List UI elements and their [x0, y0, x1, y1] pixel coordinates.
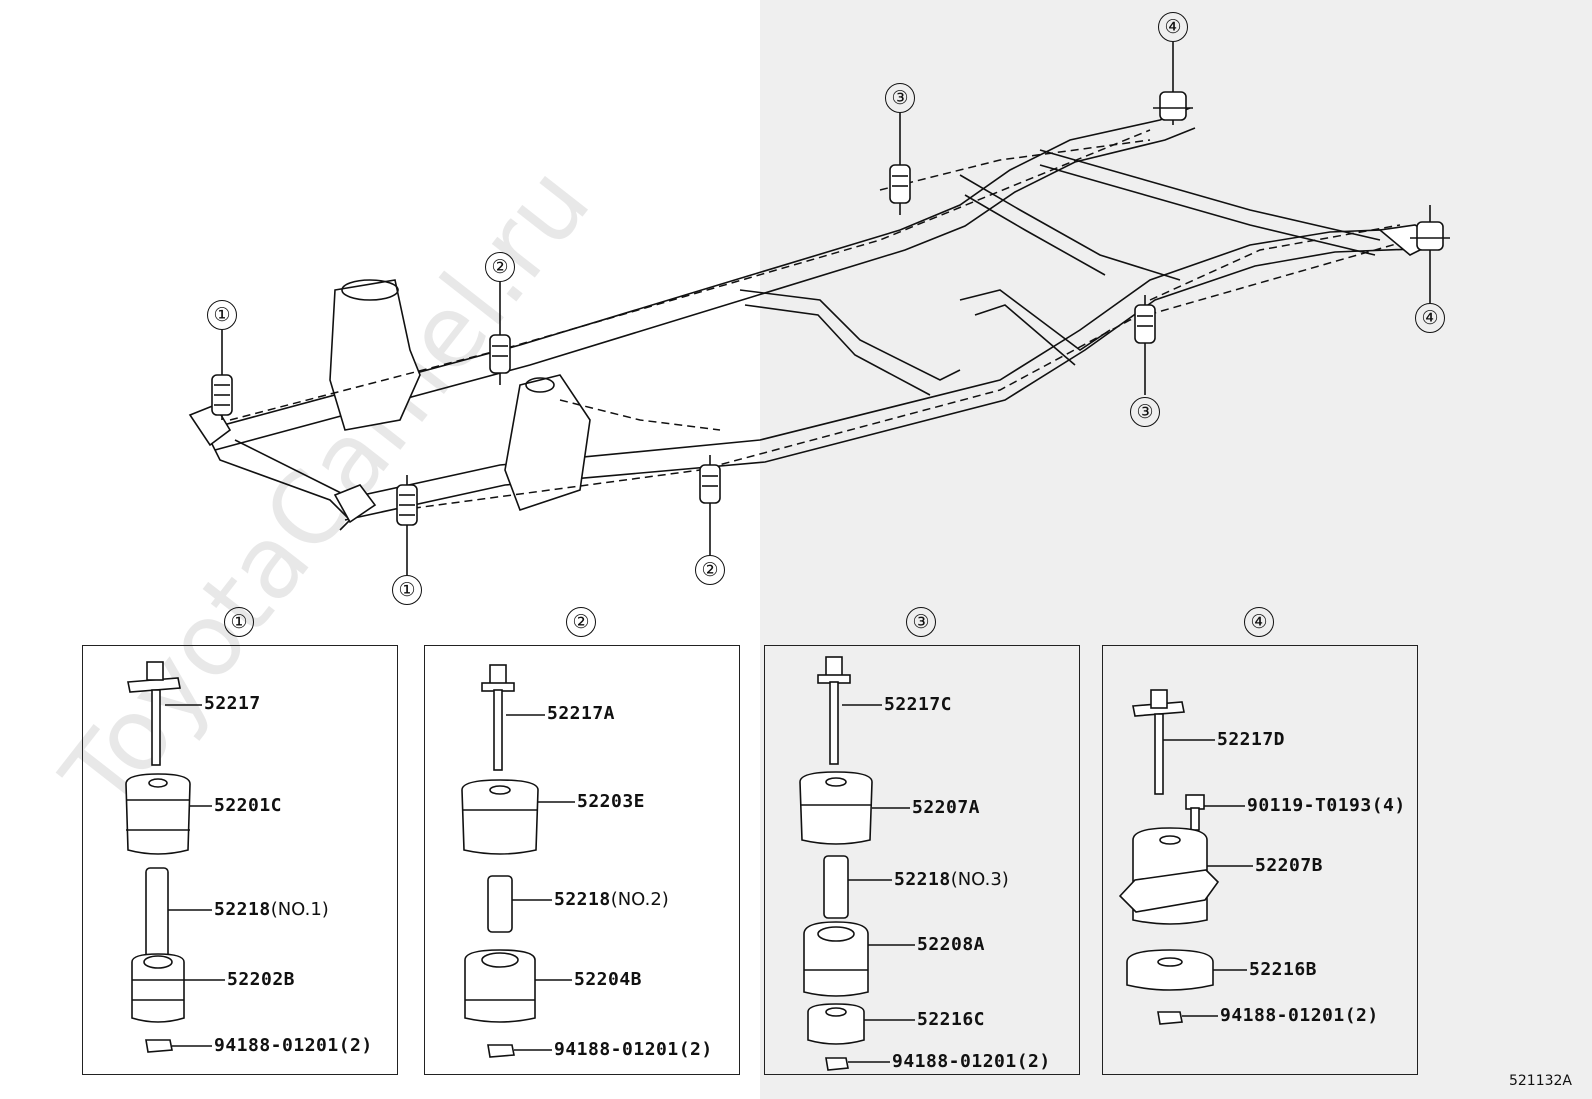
- box1-bolt-52217: [127, 661, 181, 766]
- callout-3-bottom: ③: [1130, 397, 1160, 427]
- part-label: 52208A: [917, 934, 986, 955]
- frame-mount-1b: [396, 475, 418, 540]
- box3-cushion-52216C: [807, 1003, 865, 1045]
- box3-cushion-52207A: [799, 771, 873, 845]
- part-label: 52217: [204, 693, 261, 714]
- part-label: 52217A: [547, 703, 616, 724]
- box1-cushion-52202B: [131, 953, 185, 1023]
- callout-2-top: ②: [485, 252, 515, 282]
- box3-cushion-52208A: [803, 921, 869, 997]
- middle-crossmember: [739, 289, 961, 381]
- part-label: 52204B: [574, 969, 643, 990]
- callout-3-top: ③: [885, 83, 915, 113]
- box1-cushion-52201C: [125, 773, 191, 855]
- frame-right-rail: [339, 227, 1431, 501]
- front-tower-right: [504, 374, 591, 512]
- rear-crossmember: [1039, 149, 1381, 241]
- group-2-box: [424, 645, 740, 1075]
- part-label: 52202B: [227, 969, 296, 990]
- part-label: 94188-01201(2): [214, 1035, 373, 1056]
- part-label: 52217D: [1217, 729, 1286, 750]
- frame-mount-1a: [211, 360, 233, 420]
- group-2-number: ②: [566, 607, 596, 637]
- frame-mount-4b: [1410, 205, 1450, 260]
- box4-bolt-52217D: [1132, 689, 1185, 795]
- callout-4-bottom: ④: [1415, 303, 1445, 333]
- part-label: 52218(NO.3): [894, 869, 1009, 890]
- box2-cushion-52204B: [464, 949, 536, 1023]
- part-label: 52207A: [912, 797, 981, 818]
- part-label: 52216B: [1249, 959, 1318, 980]
- box4-nut-94188: [1157, 1011, 1183, 1025]
- part-label: 52216C: [917, 1009, 986, 1030]
- group-4-box: [1102, 645, 1418, 1075]
- part-label: 52201C: [214, 795, 283, 816]
- part-label: 52217C: [884, 694, 953, 715]
- callout-1-bottom: ①: [392, 575, 422, 605]
- diagram-code: 521132A: [1508, 1073, 1572, 1089]
- part-label: 94188-01201(2): [554, 1039, 713, 1060]
- group-4-number: ④: [1244, 607, 1274, 637]
- box1-nut-94188: [145, 1039, 173, 1053]
- group-1-box: [82, 645, 398, 1075]
- group-3-box: [764, 645, 1080, 1075]
- part-label: 90119-T0193(4): [1247, 795, 1406, 816]
- front-crossmember: [199, 419, 352, 531]
- frame-mount-3a: [889, 155, 911, 215]
- box4-cushion-52216B: [1126, 949, 1214, 991]
- box4-bolt-90119: [1185, 794, 1205, 831]
- frame-mount-4a: [1153, 75, 1193, 125]
- box4-cushion-52207B: [1118, 827, 1220, 925]
- box3-bolt-52217C: [817, 656, 851, 765]
- front-tower-left: [329, 279, 421, 431]
- box2-bolt-52217A: [481, 664, 515, 771]
- callout-1-top: ①: [207, 300, 237, 330]
- callout-2-bottom: ②: [695, 555, 725, 585]
- part-label: 94188-01201(2): [1220, 1005, 1379, 1026]
- part-label: 52207B: [1255, 855, 1324, 876]
- part-label: 52218(NO.2): [554, 889, 669, 910]
- box2-cushion-52203E: [461, 779, 539, 855]
- box2-spacer-52218: [487, 875, 513, 933]
- callout-4-top: ④: [1158, 12, 1188, 42]
- box2-nut-94188: [487, 1044, 515, 1058]
- part-label: 52218(NO.1): [214, 899, 329, 920]
- group-3-number: ③: [906, 607, 936, 637]
- box3-spacer-52218: [823, 855, 849, 919]
- group-1-number: ①: [224, 607, 254, 637]
- part-label: 52203E: [577, 791, 646, 812]
- box3-nut-94188: [825, 1057, 849, 1071]
- frame-mount-3b: [1134, 295, 1156, 355]
- frame-mount-2b: [699, 455, 721, 515]
- part-label: 94188-01201(2): [892, 1051, 1051, 1072]
- frame-mount-2a: [489, 325, 511, 385]
